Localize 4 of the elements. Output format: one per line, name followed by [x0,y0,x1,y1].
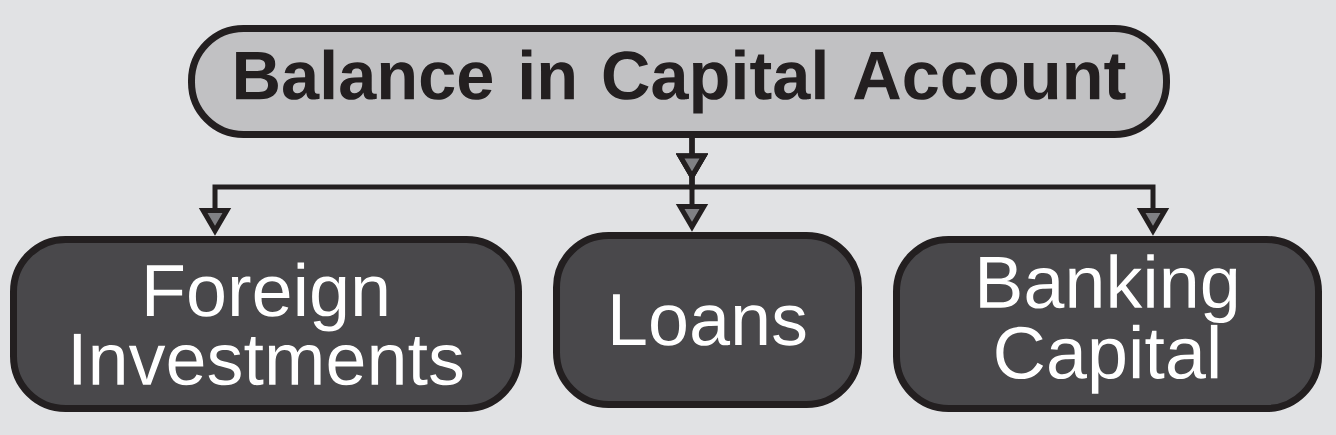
rounded-box: Foreign Investments [10,236,522,412]
rounded-box: Loans [553,232,862,408]
rounded-box: Banking Capital [893,236,1322,412]
rounded-box: Balance in Capital Account [188,25,1170,138]
